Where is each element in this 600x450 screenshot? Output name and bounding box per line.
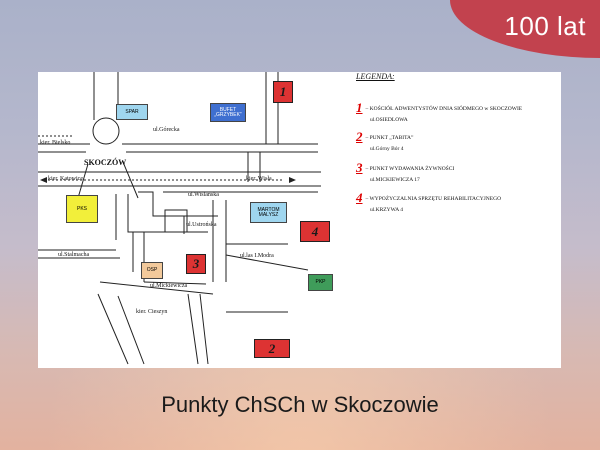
pkp-label: PKP bbox=[315, 279, 326, 285]
road-line bbox=[225, 243, 309, 271]
building-outline bbox=[164, 209, 188, 233]
legend-num-3: 3 bbox=[356, 160, 363, 175]
legend-item-2: 2– PUNKT „TABITA” ul.Górny Bór 4 bbox=[356, 129, 413, 152]
marker-3-label: 3 bbox=[192, 256, 200, 271]
legend-item-4: 4– WYPOŻYCZALNIA SPRZĘTU REHABILITACYJNE… bbox=[356, 190, 501, 213]
map-panel: SPAR BUFET „GRZYBEK” PKS MARTOM MALYSZ O… bbox=[38, 72, 561, 368]
legend-num-2: 2 bbox=[356, 129, 363, 144]
street-stalmacha: ul.Stalmacha bbox=[58, 252, 90, 258]
road-line bbox=[138, 191, 218, 217]
legend-sub-2: ul.Górny Bór 4 bbox=[370, 146, 404, 152]
street-modra: ul.las I.Modra bbox=[240, 253, 274, 259]
marker-3: 3 bbox=[186, 254, 206, 274]
legend-text-4: – WYPOŻYCZALNIA SPRZĘTU REHABILITACYJNEG… bbox=[365, 196, 502, 202]
road-line bbox=[99, 281, 214, 295]
badge-label: 100 lat bbox=[504, 11, 586, 41]
arrow-head bbox=[40, 177, 47, 183]
street-gorecka: ul.Górecka bbox=[153, 127, 180, 133]
legend-item-1: 1– KOŚCIÓŁ ADWENTYSTÓW DNIA SIÓDMEGO w S… bbox=[356, 100, 522, 123]
legend-title: LEGENDA: bbox=[356, 72, 395, 81]
osp-station: OSP bbox=[141, 262, 163, 279]
road-line bbox=[176, 215, 185, 234]
street-map bbox=[38, 72, 321, 365]
legend-num-1: 1 bbox=[356, 100, 363, 115]
street-wislanska: ul.Wiślańska bbox=[188, 192, 219, 198]
marker-2-label: 2 bbox=[268, 340, 276, 356]
slide-title: Punkty ChSCh w Skoczowie bbox=[161, 392, 439, 417]
road-line bbox=[143, 281, 207, 285]
road-line bbox=[93, 72, 119, 120]
pkp-station: PKP bbox=[308, 274, 333, 291]
marker-4: 4 bbox=[300, 221, 330, 242]
road-line bbox=[212, 200, 227, 282]
legend-num-4: 4 bbox=[356, 190, 363, 205]
osp-label: OSP bbox=[146, 267, 158, 273]
spar-label: SPAR bbox=[125, 108, 139, 115]
street-ustronska: ul.Ustrońska bbox=[186, 222, 217, 228]
road-line bbox=[115, 194, 208, 240]
legend-text-2: – PUNKT „TABITA” bbox=[365, 135, 414, 141]
bufet-label: BUFET „GRZYBEK” bbox=[214, 106, 242, 118]
arrow-head bbox=[289, 177, 296, 183]
spar-store: SPAR bbox=[116, 104, 148, 120]
legend-item-3: 3– PUNKT WYDAWANIA ŻYWNOŚCI ul.MICKIEWIC… bbox=[356, 160, 454, 183]
marker-4-label: 4 bbox=[311, 223, 319, 239]
road-line bbox=[247, 152, 261, 182]
legend-sub-1: ul.OSIEDLOWA bbox=[370, 117, 408, 123]
pks-label: PKS bbox=[76, 205, 87, 212]
road-line bbox=[187, 293, 209, 365]
marker-2: 2 bbox=[254, 339, 290, 358]
street-mickiewicza: ul.Mickiewicza bbox=[150, 283, 188, 289]
direction-bielsko: kier. Bielsko bbox=[40, 140, 71, 146]
road-line bbox=[38, 249, 120, 259]
road-line bbox=[97, 293, 145, 365]
direction-katowice: kier. Katowice bbox=[48, 176, 83, 182]
pks-station: PKS bbox=[66, 195, 98, 223]
market-store: MARTOM MALYSZ bbox=[250, 202, 287, 223]
marker-1-label: 1 bbox=[279, 84, 287, 99]
bufet-place: BUFET „GRZYBEK” bbox=[210, 103, 246, 122]
road-line bbox=[77, 161, 139, 199]
market-label: MARTOM MALYSZ bbox=[257, 206, 280, 218]
marker-1: 1 bbox=[273, 81, 293, 103]
legend-sub-3: ul.MICKIEWICZA 17 bbox=[370, 177, 420, 183]
roundabout bbox=[92, 117, 120, 145]
city-name: SKOCZÓW bbox=[84, 158, 127, 167]
legend-sub-4: ul.KRZYWA 4 bbox=[370, 207, 403, 213]
legend-text-3: – PUNKT WYDAWANIA ŻYWNOŚCI bbox=[365, 166, 455, 172]
legend-text-1: – KOŚCIÓŁ ADWENTYSTÓW DNIA SIÓDMEGO w SK… bbox=[365, 106, 523, 112]
direction-wisla: kier. Wisła bbox=[246, 176, 272, 182]
direction-cieszyn: kier. Cieszyn bbox=[136, 309, 168, 315]
